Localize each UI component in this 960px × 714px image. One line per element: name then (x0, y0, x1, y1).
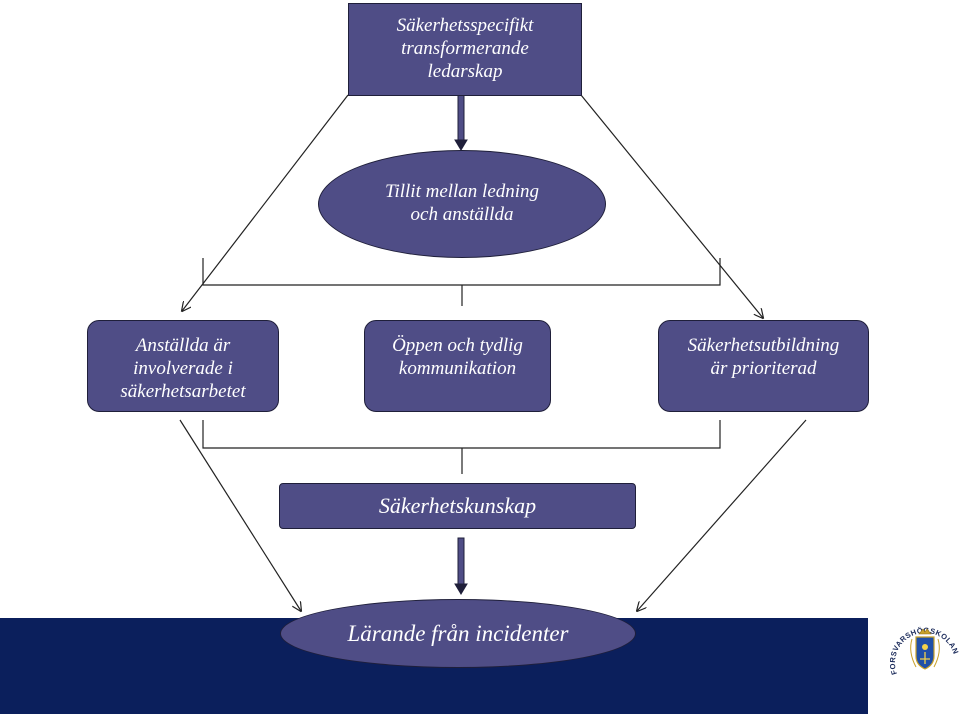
node-leadership-line-1: Säkerhetsspecifikt (396, 15, 534, 37)
node-training-line-2: är prioriterad (710, 357, 817, 379)
node-trust-line-2: och anställda (410, 204, 514, 225)
node-involved: Anställda är involverade i säkerhetsarbe… (87, 320, 279, 412)
node-training: Säkerhetsutbildning är prioriterad (658, 320, 869, 412)
node-learning-line-1: Lärande från incidenter (347, 620, 569, 646)
coat-of-arms-icon: FÖRSVARSHÖGSKOLAN (890, 626, 960, 676)
arrow-training-to-learning (637, 419, 807, 611)
node-involved-line-3: säkerhetsarbetet (120, 380, 246, 402)
node-communication-line-1: Öppen och tydlig (392, 335, 523, 356)
node-training-line-1: Säkerhetsutbildning (687, 335, 840, 356)
node-communication-line-2: kommunikation (398, 357, 517, 379)
node-leadership-line-3: ledarskap (427, 60, 503, 82)
bracket-upper (202, 258, 721, 306)
arrow-knowledge-to-learning (457, 537, 465, 586)
node-involved-line-2: involverade i (133, 357, 233, 379)
node-knowledge-line-1: Säkerhetskunskap (378, 492, 537, 518)
node-leadership: Säkerhetsspecifikt transformerande ledar… (348, 3, 582, 96)
node-communication: Öppen och tydlig kommunikation (364, 320, 551, 412)
arrow-involved-to-learning (179, 419, 301, 611)
arrow-top-to-trust (457, 94, 465, 142)
node-trust-line-1: Tillit mellan ledning (384, 181, 540, 203)
arrow-top-to-involved (182, 94, 349, 311)
node-trust: Tillit mellan ledning och anställda (318, 150, 606, 258)
node-knowledge: Säkerhetskunskap (279, 483, 636, 529)
arrow-top-to-training (580, 94, 763, 318)
node-leadership-line-2: transformerande (401, 38, 529, 60)
node-involved-line-1: Anställda är (135, 335, 231, 356)
bracket-lower (202, 420, 721, 474)
node-learning: Lärande från incidenter (280, 599, 636, 668)
